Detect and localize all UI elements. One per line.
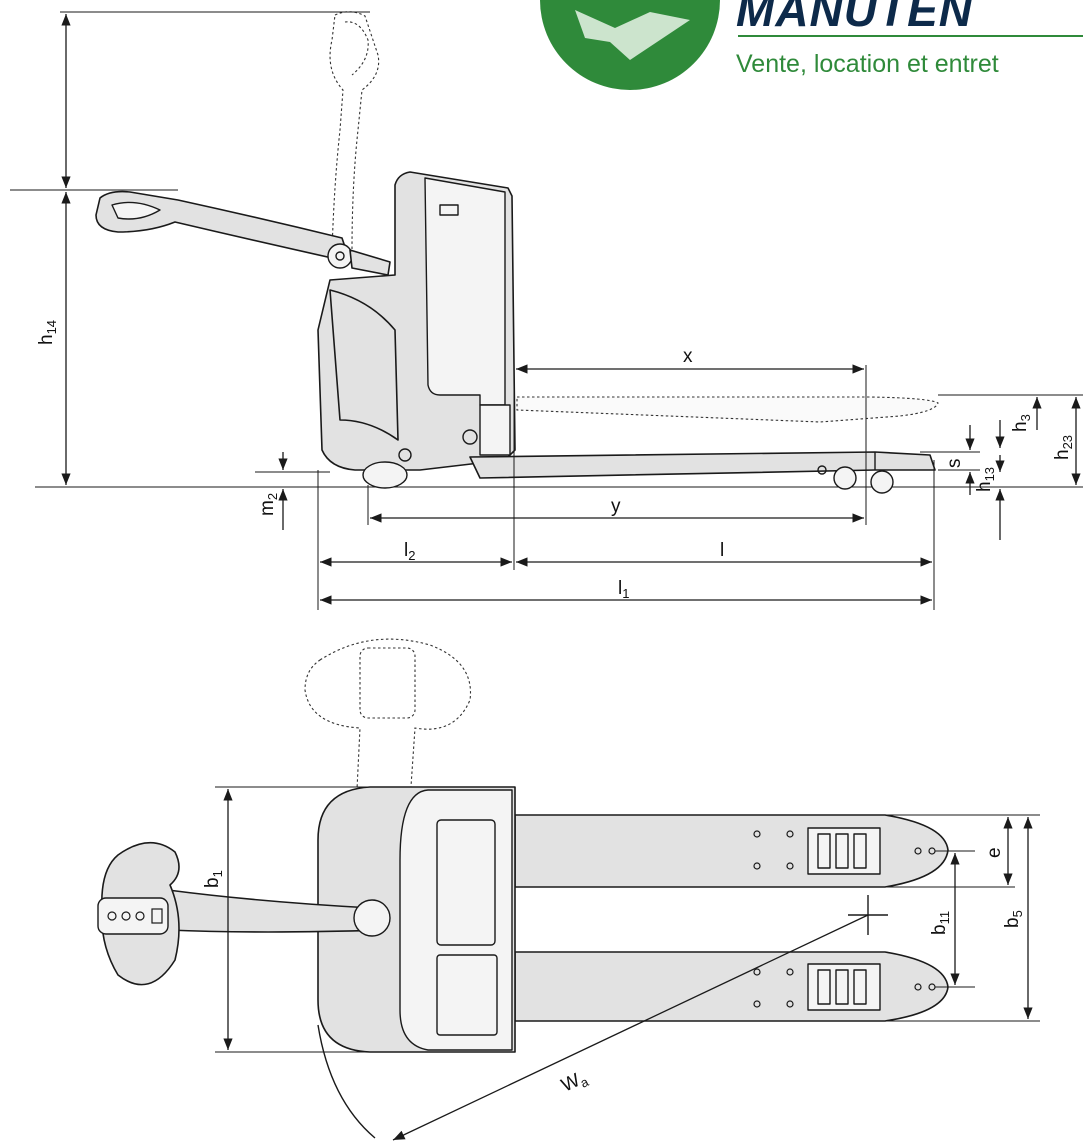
label-l: l xyxy=(720,540,724,561)
label-h23: h23 xyxy=(1052,435,1075,460)
fork-top-upper xyxy=(514,814,949,888)
control-panel-top xyxy=(436,819,496,946)
fork-top-lower xyxy=(514,951,949,1022)
label-b1: b1 xyxy=(202,870,225,888)
brand-tagline: Vente, location et entret xyxy=(736,50,999,78)
label-h14: h14 xyxy=(36,320,59,345)
label-wa: Wa xyxy=(558,1067,591,1099)
tiller-head-grip xyxy=(111,201,161,220)
label-y: y xyxy=(611,496,621,517)
lift-cylinder xyxy=(479,404,511,456)
tiller-head-top-dashed xyxy=(359,647,416,719)
fork-lowered xyxy=(469,451,936,479)
top-view: b1 e b11 b5 Wa xyxy=(97,638,1040,1141)
label-m2: m2 xyxy=(257,493,280,516)
brand-name: MANUTEN xyxy=(736,0,973,36)
label-l2: l2 xyxy=(404,540,415,563)
battery-cover-top xyxy=(399,789,513,1051)
logo-emblem-art xyxy=(575,10,690,60)
tiller-pivot-pin xyxy=(335,251,345,261)
battery-compartment-top xyxy=(436,954,498,1036)
tiller-buttons xyxy=(107,908,163,924)
frame-bolt xyxy=(462,429,478,445)
load-roller-rear xyxy=(870,470,894,494)
label-e: e xyxy=(984,847,1005,858)
label-x: x xyxy=(683,346,693,367)
brand-logo: MANUTEN Vente, location et entret xyxy=(540,0,1083,90)
dim-wa-radius xyxy=(392,914,869,1141)
battery-cover xyxy=(424,177,506,406)
label-h13: h13 xyxy=(974,467,997,492)
motor-housing xyxy=(329,289,399,441)
label-b11: b11 xyxy=(929,911,952,935)
cover-latch xyxy=(439,204,459,216)
label-h3: h3 xyxy=(1010,414,1033,432)
tiller-controls-top xyxy=(97,897,169,935)
label-b5: b5 xyxy=(1002,910,1025,928)
load-roller-front xyxy=(833,466,857,490)
load-rollers-upper xyxy=(807,827,881,875)
label-l1: l1 xyxy=(618,578,629,601)
label-s: s xyxy=(944,459,965,469)
turning-arc xyxy=(317,1024,376,1139)
side-view: h14 x y l2 l l1 h3 h23 s h13 m2 xyxy=(10,11,1083,610)
tiller-bracket xyxy=(349,249,391,276)
tiller-top-dashed xyxy=(304,638,472,831)
tiller-pivot xyxy=(327,243,353,269)
fork-pin xyxy=(817,465,827,475)
drive-wheel xyxy=(362,461,408,489)
load-rollers-lower xyxy=(807,963,881,1011)
tiller-upright-dashed xyxy=(329,11,380,253)
forks-raised-dashed xyxy=(516,396,939,423)
frame-bolt-2 xyxy=(398,448,412,462)
tiller-grip-dashed xyxy=(344,21,369,76)
tiller-pivot-top xyxy=(353,899,391,937)
